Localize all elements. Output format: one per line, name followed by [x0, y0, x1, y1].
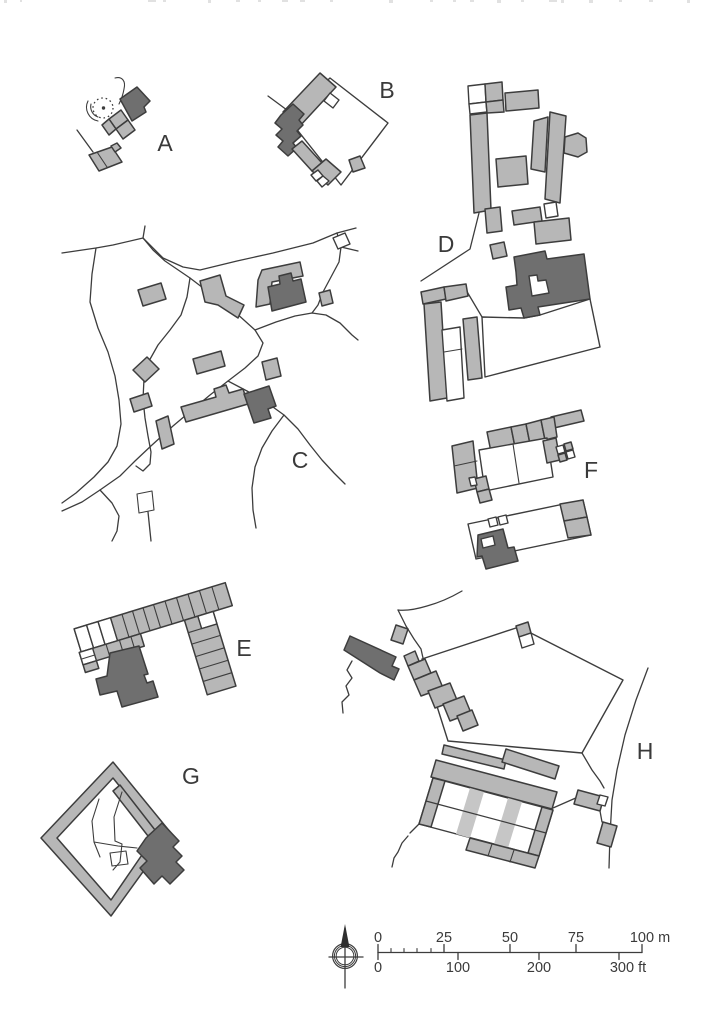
threshing-floor-arc: [86, 100, 99, 122]
plan-g-label: G: [182, 763, 200, 789]
apse-projection: [563, 132, 588, 158]
scale-bar: 0 25 50 75 100 m 0 100 200 300 ft: [374, 930, 670, 976]
north-arrow-icon: [328, 924, 364, 989]
plan-h: H: [341, 590, 654, 869]
plan-c-buildings: [129, 261, 334, 450]
dark-building: [119, 86, 151, 122]
plan-d-label: D: [438, 231, 455, 257]
dark-building: [136, 822, 185, 885]
plan-d: D: [420, 81, 601, 402]
plan-e-label: E: [236, 635, 251, 661]
dotted-circle-feature: [92, 97, 114, 119]
plan-a-label: A: [157, 130, 173, 156]
scale-ft-300: 300 ft: [610, 960, 646, 976]
plan-b-label: B: [379, 77, 394, 103]
north-arrowhead: [340, 924, 350, 947]
long-range: [469, 112, 492, 214]
scale-m-0: 0: [374, 930, 382, 946]
plan-c-label: C: [292, 447, 309, 473]
scale-ft-100: 100: [446, 960, 470, 976]
plan-f: F: [451, 409, 598, 570]
yard-parcel: [481, 298, 601, 378]
scale-m-50: 50: [502, 930, 518, 946]
scale-m-25: 25: [436, 930, 452, 946]
scale-m-100: 100 m: [630, 930, 670, 946]
cropped-caption-remnant: [4, 0, 690, 3]
plan-c: C: [61, 225, 359, 542]
plan-h-label: H: [637, 738, 654, 764]
plan-g: G: [40, 761, 200, 917]
plan-c-roads: [61, 225, 359, 542]
parcel-boundary: [420, 212, 480, 282]
dark-building: [267, 272, 307, 312]
scale-meters-labels: 0 25 50 75 100 m: [374, 930, 670, 946]
plan-e: E: [73, 581, 252, 708]
dark-building: [505, 250, 591, 319]
dark-building: [95, 645, 159, 708]
terrace-row: [73, 581, 237, 696]
plan-f-label: F: [584, 457, 598, 483]
scale-ft-0: 0: [374, 960, 382, 976]
dark-building: [243, 385, 277, 424]
plan-a: A: [76, 77, 173, 172]
plan-b: B: [267, 72, 395, 188]
scale-ft-200: 200: [527, 960, 551, 976]
dark-building: [274, 103, 305, 157]
scale-feet-labels: 0 100 200 300 ft: [374, 960, 646, 976]
scale-m-75: 75: [568, 930, 584, 946]
boundary-wall: [76, 129, 94, 153]
inner-court: [528, 274, 550, 297]
dark-building: [343, 635, 400, 681]
